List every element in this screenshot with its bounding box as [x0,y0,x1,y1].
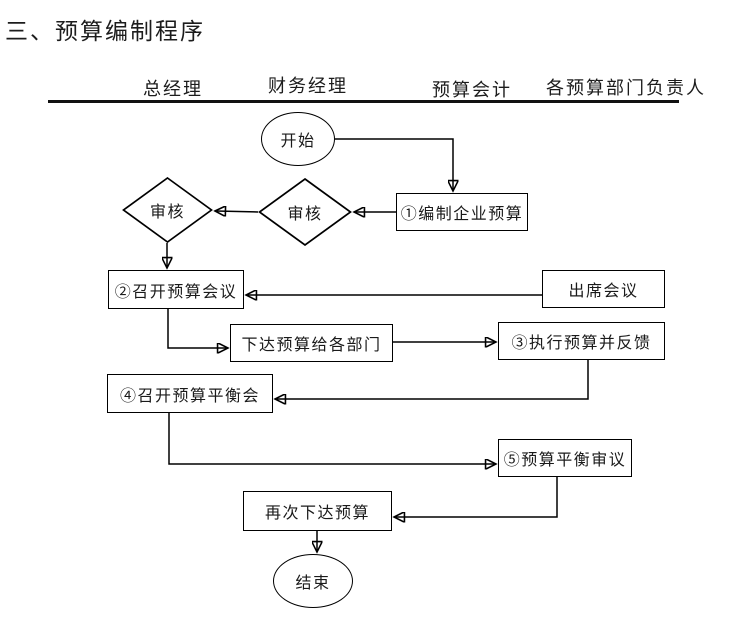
edge-step3-to-step4 [276,360,589,399]
node-step1-prepare-budget: ①编制企业预算 [396,193,528,231]
node-step2-hold-budget-meeting: ②召开预算会议 [108,270,244,309]
edge-step4-to-step5 [168,413,495,464]
node-start: 开始 [261,112,335,166]
node-step5-label: ⑤预算平衡审议 [503,452,627,469]
diamond-shape [122,177,213,243]
node-issue-budget-to-departments: 下达预算给各部门 [230,324,393,362]
diamond-shape [258,178,352,246]
lane-header-rule [48,100,679,103]
node-issue-label: 下达预算给各部门 [241,337,382,354]
edge-step2-to-issue [167,309,227,348]
lane-header-budget-accountant: 预算会计 [432,80,512,100]
node-reissue-label: 再次下达预算 [264,505,370,522]
lane-header-general-manager: 总经理 [143,79,203,99]
lane-header-department-heads: 各预算部门负责人 [546,78,706,98]
page-title: 三、预算编制程序 [5,19,205,44]
node-step5-balance-review: ⑤预算平衡审议 [498,439,632,477]
node-end-label: 结束 [295,575,331,592]
node-attend-label: 出席会议 [568,283,639,300]
node-step3-label: ③执行预算并反馈 [511,335,652,352]
node-review-gm-label: 审核 [149,204,185,221]
node-step3-execute-and-feedback: ③执行预算并反馈 [498,322,665,360]
lane-header-finance-manager: 财务经理 [268,76,348,96]
node-start-label: 开始 [280,133,316,150]
node-step4-budget-balance-meeting: ④召开预算平衡会 [107,374,273,413]
node-review-general-manager: 审核 [122,177,213,243]
node-attend-meeting: 出席会议 [542,270,665,308]
node-step4-label: ④召开预算平衡会 [119,387,260,405]
node-review-fm-label: 审核 [287,206,323,223]
edge-start-to-step1 [335,138,453,190]
node-end: 结束 [273,554,353,608]
node-step1-label: ①编制企业预算 [400,206,524,223]
node-step2-label: ②召开预算会议 [114,283,238,301]
node-review-finance-manager: 审核 [258,178,352,246]
edge-review-fm-to-review-gm [216,211,259,212]
edge-step5-to-reissue [395,477,558,517]
node-reissue-budget: 再次下达预算 [243,491,392,531]
